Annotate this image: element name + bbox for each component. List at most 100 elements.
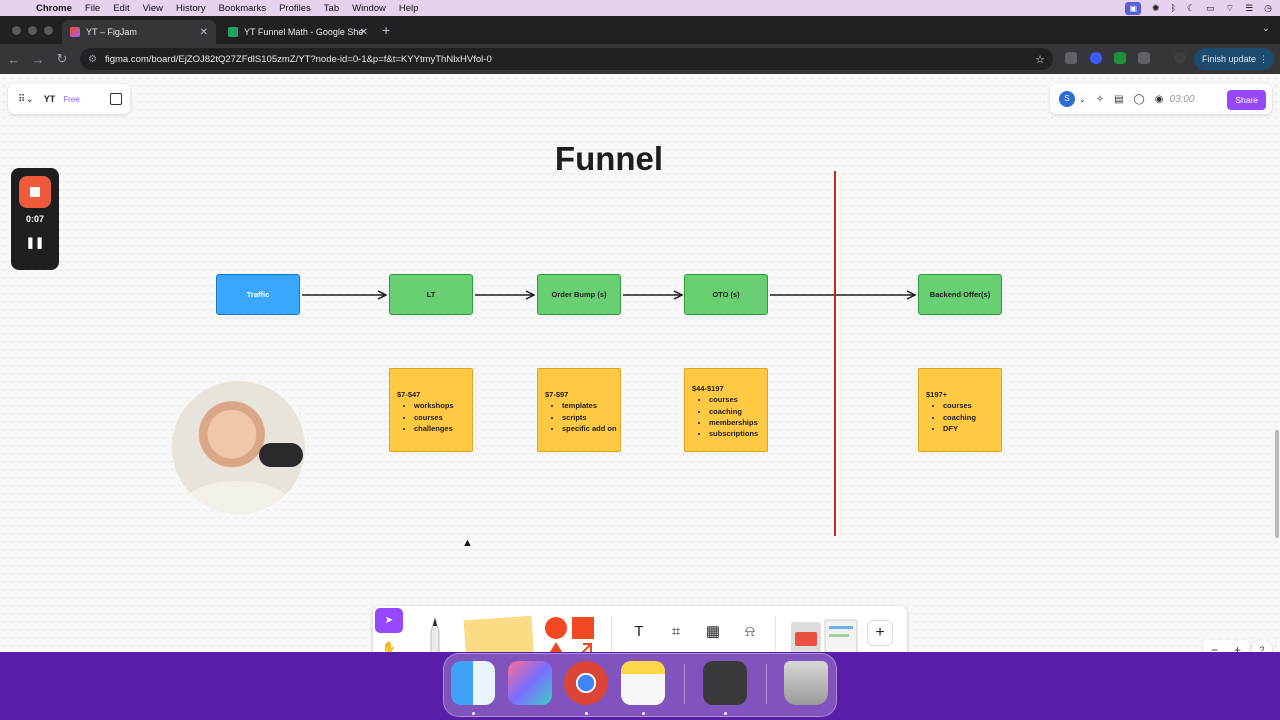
toolbar-divider: [775, 616, 776, 652]
extension-icon[interactable]: [1090, 52, 1102, 64]
launchpad-icon[interactable]: [508, 661, 552, 705]
tab-figjam[interactable]: YT – FigJam ✕: [62, 20, 216, 44]
calculator-icon[interactable]: [703, 661, 747, 705]
menu-help[interactable]: Help: [398, 2, 419, 14]
menu-file[interactable]: File: [84, 2, 101, 14]
share-button[interactable]: Share: [1227, 90, 1266, 110]
tab-title: YT Funnel Math - Google She: [244, 27, 364, 37]
vertical-scrollbar[interactable]: [1275, 430, 1279, 538]
funnel-step-lt[interactable]: LT: [389, 274, 473, 315]
menu-history[interactable]: History: [176, 2, 206, 14]
clock-icon[interactable]: ◷: [1264, 2, 1272, 13]
menu-chrome[interactable]: Chrome: [36, 2, 72, 14]
timer-display[interactable]: 03:00: [1169, 93, 1195, 105]
extension-icon[interactable]: [1114, 52, 1126, 64]
address-bar[interactable]: ⚙ figma.com/board/EjZOJ82tQ27ZFdlS105zmZ…: [80, 48, 1053, 70]
plan-badge[interactable]: Free: [63, 94, 80, 104]
hand-tool-icon[interactable]: ✋: [382, 642, 396, 652]
extensions-puzzle-icon[interactable]: [1138, 52, 1150, 64]
marker-tool-icon[interactable]: [425, 616, 445, 652]
widgets-icon[interactable]: [789, 618, 859, 652]
help-icon[interactable]: ?: [1252, 640, 1272, 652]
pause-recording-button[interactable]: ❚❚: [25, 237, 45, 249]
finish-update-button[interactable]: Finish update ⋮: [1194, 48, 1275, 70]
bookmark-star-icon[interactable]: ☆: [1035, 53, 1045, 66]
move-tool-icon[interactable]: ➤: [375, 608, 403, 633]
more-tools-button[interactable]: +: [867, 620, 893, 646]
reload-icon[interactable]: ↻: [56, 51, 68, 66]
layout-icon[interactable]: ▤: [1114, 93, 1124, 105]
close-tab-icon[interactable]: ✕: [359, 26, 368, 38]
back-icon[interactable]: ←: [7, 51, 21, 67]
zoom-in-icon[interactable]: +: [1233, 643, 1241, 652]
finder-icon[interactable]: [451, 661, 495, 705]
menu-profiles[interactable]: Profiles: [279, 2, 311, 14]
sticky-note-tool-icon[interactable]: [463, 615, 535, 652]
screen-recording-icon[interactable]: ▣: [1125, 1, 1142, 15]
notes-icon[interactable]: [621, 661, 665, 705]
list-item: memberships: [709, 417, 767, 428]
menu-window[interactable]: Window: [352, 2, 386, 14]
board-title[interactable]: Funnel: [554, 140, 664, 177]
brightness-icon[interactable]: ✺: [1152, 2, 1160, 13]
site-info-icon[interactable]: ⚙: [88, 53, 97, 65]
dock-divider: [766, 664, 767, 704]
dock-divider: [684, 664, 685, 704]
sticky-note-backend[interactable]: $197+ courses coaching DFY: [918, 368, 1002, 452]
minimize-window-button[interactable]: [28, 26, 37, 35]
more-menu-icon[interactable]: ⋮: [1259, 53, 1269, 64]
funnel-step-traffic[interactable]: Traffic: [216, 274, 300, 315]
ai-sparkle-icon[interactable]: ✧: [1095, 93, 1105, 105]
control-center-icon[interactable]: ☰: [1245, 2, 1254, 13]
browser-toolbar: ← → ↻ ⚙ figma.com/board/EjZOJ82tQ27ZFdlS…: [0, 44, 1280, 74]
table-tool-icon[interactable]: ▦: [705, 623, 721, 640]
figjam-menu-icon[interactable]: ⠿⌄: [18, 93, 34, 105]
section-tool-icon[interactable]: ⌗: [671, 623, 681, 640]
forward-icon[interactable]: →: [31, 51, 45, 67]
webcam-overlay: [172, 381, 305, 514]
comment-icon[interactable]: ◯: [1133, 93, 1145, 105]
figjam-canvas[interactable]: ⠿⌄ YT Free S ⌄ ✧ ▤ ◯ ◉ 03:00 Share 0:07 …: [0, 74, 1280, 652]
zoom-out-icon[interactable]: −: [1210, 643, 1218, 652]
recording-time: 0:07: [25, 214, 44, 224]
stamp-tool-icon[interactable]: ⍾: [745, 623, 755, 640]
zoom-window-button[interactable]: [44, 26, 53, 35]
macos-dock: [443, 653, 837, 717]
sticky-note-order-bump[interactable]: $7-$97 templates scripts specific add on: [537, 368, 621, 452]
battery-icon[interactable]: ▭: [1206, 2, 1215, 13]
menu-edit[interactable]: Edit: [113, 2, 130, 14]
chevron-down-icon[interactable]: ⌄: [1079, 94, 1086, 104]
list-item: courses: [709, 394, 767, 405]
shape-tool-icon[interactable]: [543, 616, 597, 652]
webcam-person: [182, 481, 292, 514]
funnel-step-order-bump[interactable]: Order Bump (s): [537, 274, 621, 315]
trash-icon[interactable]: [784, 661, 828, 705]
funnel-step-oto[interactable]: OTO (s): [684, 274, 768, 315]
focus-moon-icon[interactable]: ☾: [1187, 2, 1196, 13]
avatar[interactable]: S: [1059, 91, 1075, 107]
microphone-image: [259, 443, 303, 467]
stop-recording-button[interactable]: [19, 176, 51, 208]
close-tab-icon[interactable]: ✕: [199, 26, 208, 38]
menu-view[interactable]: View: [142, 2, 164, 14]
bluetooth-icon[interactable]: ᛒ: [1170, 3, 1176, 13]
sticky-note-lt[interactable]: $7-$47 workshops courses challenges: [389, 368, 473, 452]
text-tool-icon[interactable]: T: [634, 623, 644, 640]
menu-bookmarks[interactable]: Bookmarks: [218, 2, 267, 14]
file-name[interactable]: YT: [43, 94, 56, 104]
tab-strip: YT – FigJam ✕ YT Funnel Math - Google Sh…: [0, 16, 1280, 44]
sticky-note-oto[interactable]: $44-$197 courses coaching memberships su…: [684, 368, 768, 452]
profile-icon[interactable]: [1174, 52, 1186, 64]
extension-icon[interactable]: [1065, 52, 1077, 64]
new-tab-icon[interactable]: +: [382, 22, 391, 38]
pages-icon[interactable]: [110, 93, 122, 105]
wifi-icon[interactable]: ⌔: [1225, 2, 1235, 13]
menu-tab[interactable]: Tab: [323, 2, 340, 14]
funnel-step-backend-offer[interactable]: Backend Offer(s): [918, 274, 1002, 315]
close-window-button[interactable]: [12, 26, 21, 35]
running-indicator: [642, 712, 645, 715]
tab-search-chevron-icon[interactable]: ⌄: [1261, 23, 1270, 34]
chrome-icon[interactable]: [564, 661, 608, 705]
tab-google-sheets[interactable]: YT Funnel Math - Google She ✕: [220, 20, 376, 44]
timer-avatar-icon[interactable]: ◉: [1154, 93, 1164, 105]
